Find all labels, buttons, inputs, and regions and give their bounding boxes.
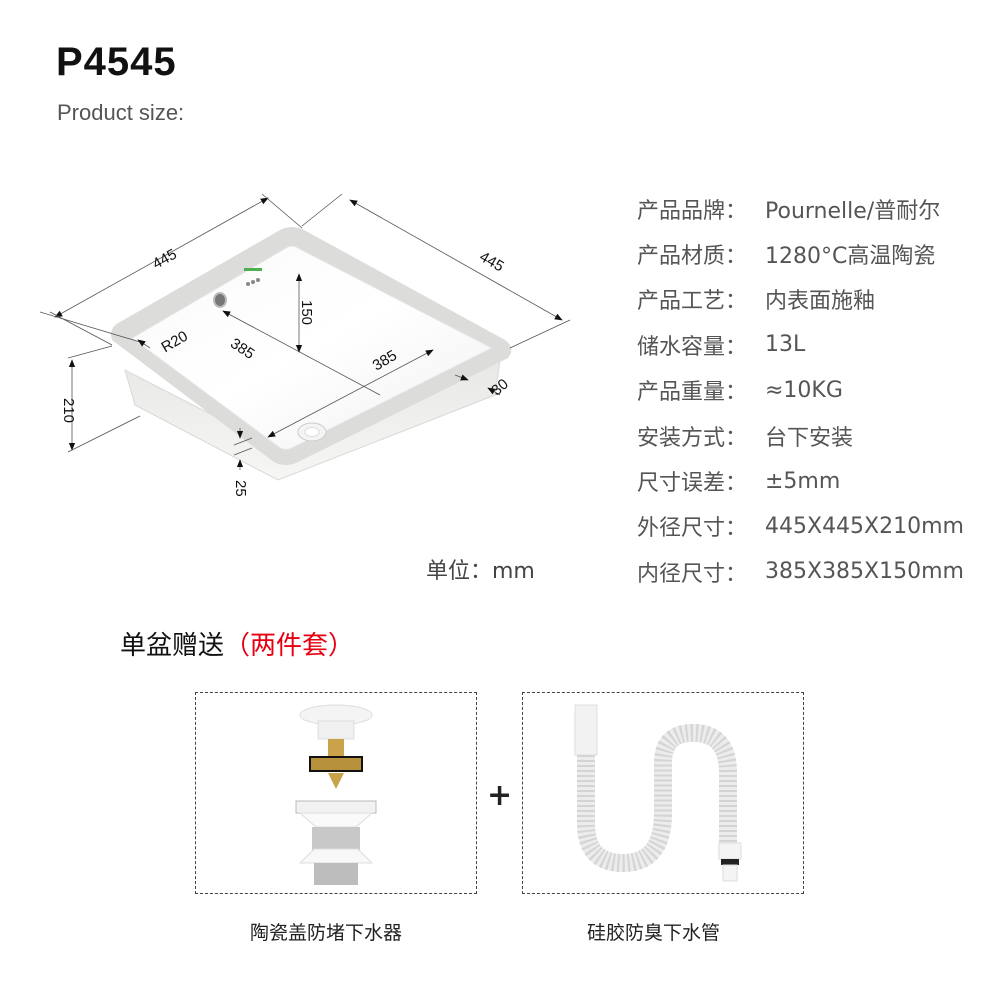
spec-label: 外径尺寸： [637,516,748,542]
spec-row-install: 安装方式： 台下安装 [637,413,964,458]
gift-title-text: 单盆赠送 [120,631,225,661]
spec-row-capacity: 储水容量： 13L [637,322,964,367]
gift-item-drain-stopper [195,692,477,894]
spec-row-brand: 产品品牌： Pournelle/普耐尔 [637,186,964,231]
dim-outer-height: 210 [60,398,77,423]
spec-value: Pournelle/普耐尔 [765,198,941,224]
spec-row-outer-size: 外径尺寸： 445X445X210mm [637,504,964,549]
model-number: P4545 [56,40,177,84]
spec-value: 385X385X150mm [765,559,964,585]
spec-row-tolerance: 尺寸误差： ±5mm [637,458,964,503]
overflow-hole-icon [213,292,227,308]
spec-value: 445X445X210mm [765,513,964,539]
spec-value: 1280°C高温陶瓷 [765,244,936,270]
gift-title-highlight: （两件套） [224,631,355,661]
spec-label: 储水容量： [637,334,748,360]
spec-row-craft: 产品工艺： 内表面施釉 [637,277,964,322]
spec-value: 内表面施釉 [765,289,876,315]
product-size-label: Product size: [57,100,185,125]
spec-label: 产品重量： [637,380,748,406]
spec-label: 安装方式： [637,425,748,451]
spec-value: ±5mm [765,468,841,494]
gift-item-drain-pipe [522,692,804,894]
spec-value: 13L [765,332,806,358]
spec-list: 产品品牌： Pournelle/普耐尔 产品材质： 1280°C高温陶瓷 产品工艺：… [637,186,964,595]
plus-icon: + [487,778,513,813]
spec-value: 台下安装 [765,425,854,451]
gift-label-drain-pipe: 硅胶防臭下水管 [587,922,721,944]
dim-rim-thickness: 25 [232,480,249,497]
spec-row-material: 产品材质： 1280°C高温陶瓷 [637,231,964,276]
spec-label: 尺寸误差： [637,471,748,497]
gift-label-drain-stopper: 陶瓷盖防堵下水器 [250,922,403,944]
unit-label: 单位：mm [426,559,535,584]
gift-section-title: 单盆赠送（两件套） [120,625,354,662]
dim-inner-depth: 150 [298,300,315,325]
sink-dimension-diagram: 445 445 385 385 150 210 25 30 R20 [40,193,571,497]
s-trap-hose-icon [574,704,742,882]
pop-up-drain-icon [295,704,377,885]
spec-label: 产品工艺： [637,289,748,315]
spec-row-inner-size: 内径尺寸： 385X385X150mm [637,549,964,594]
spec-label: 产品材质： [637,244,748,270]
spec-label: 内径尺寸： [637,561,748,587]
dim-outer-right: 445 [477,248,507,275]
spec-label: 产品品牌： [637,198,748,224]
spec-row-weight: 产品重量： ≈10KG [637,368,964,413]
spec-value: ≈10KG [765,377,843,403]
